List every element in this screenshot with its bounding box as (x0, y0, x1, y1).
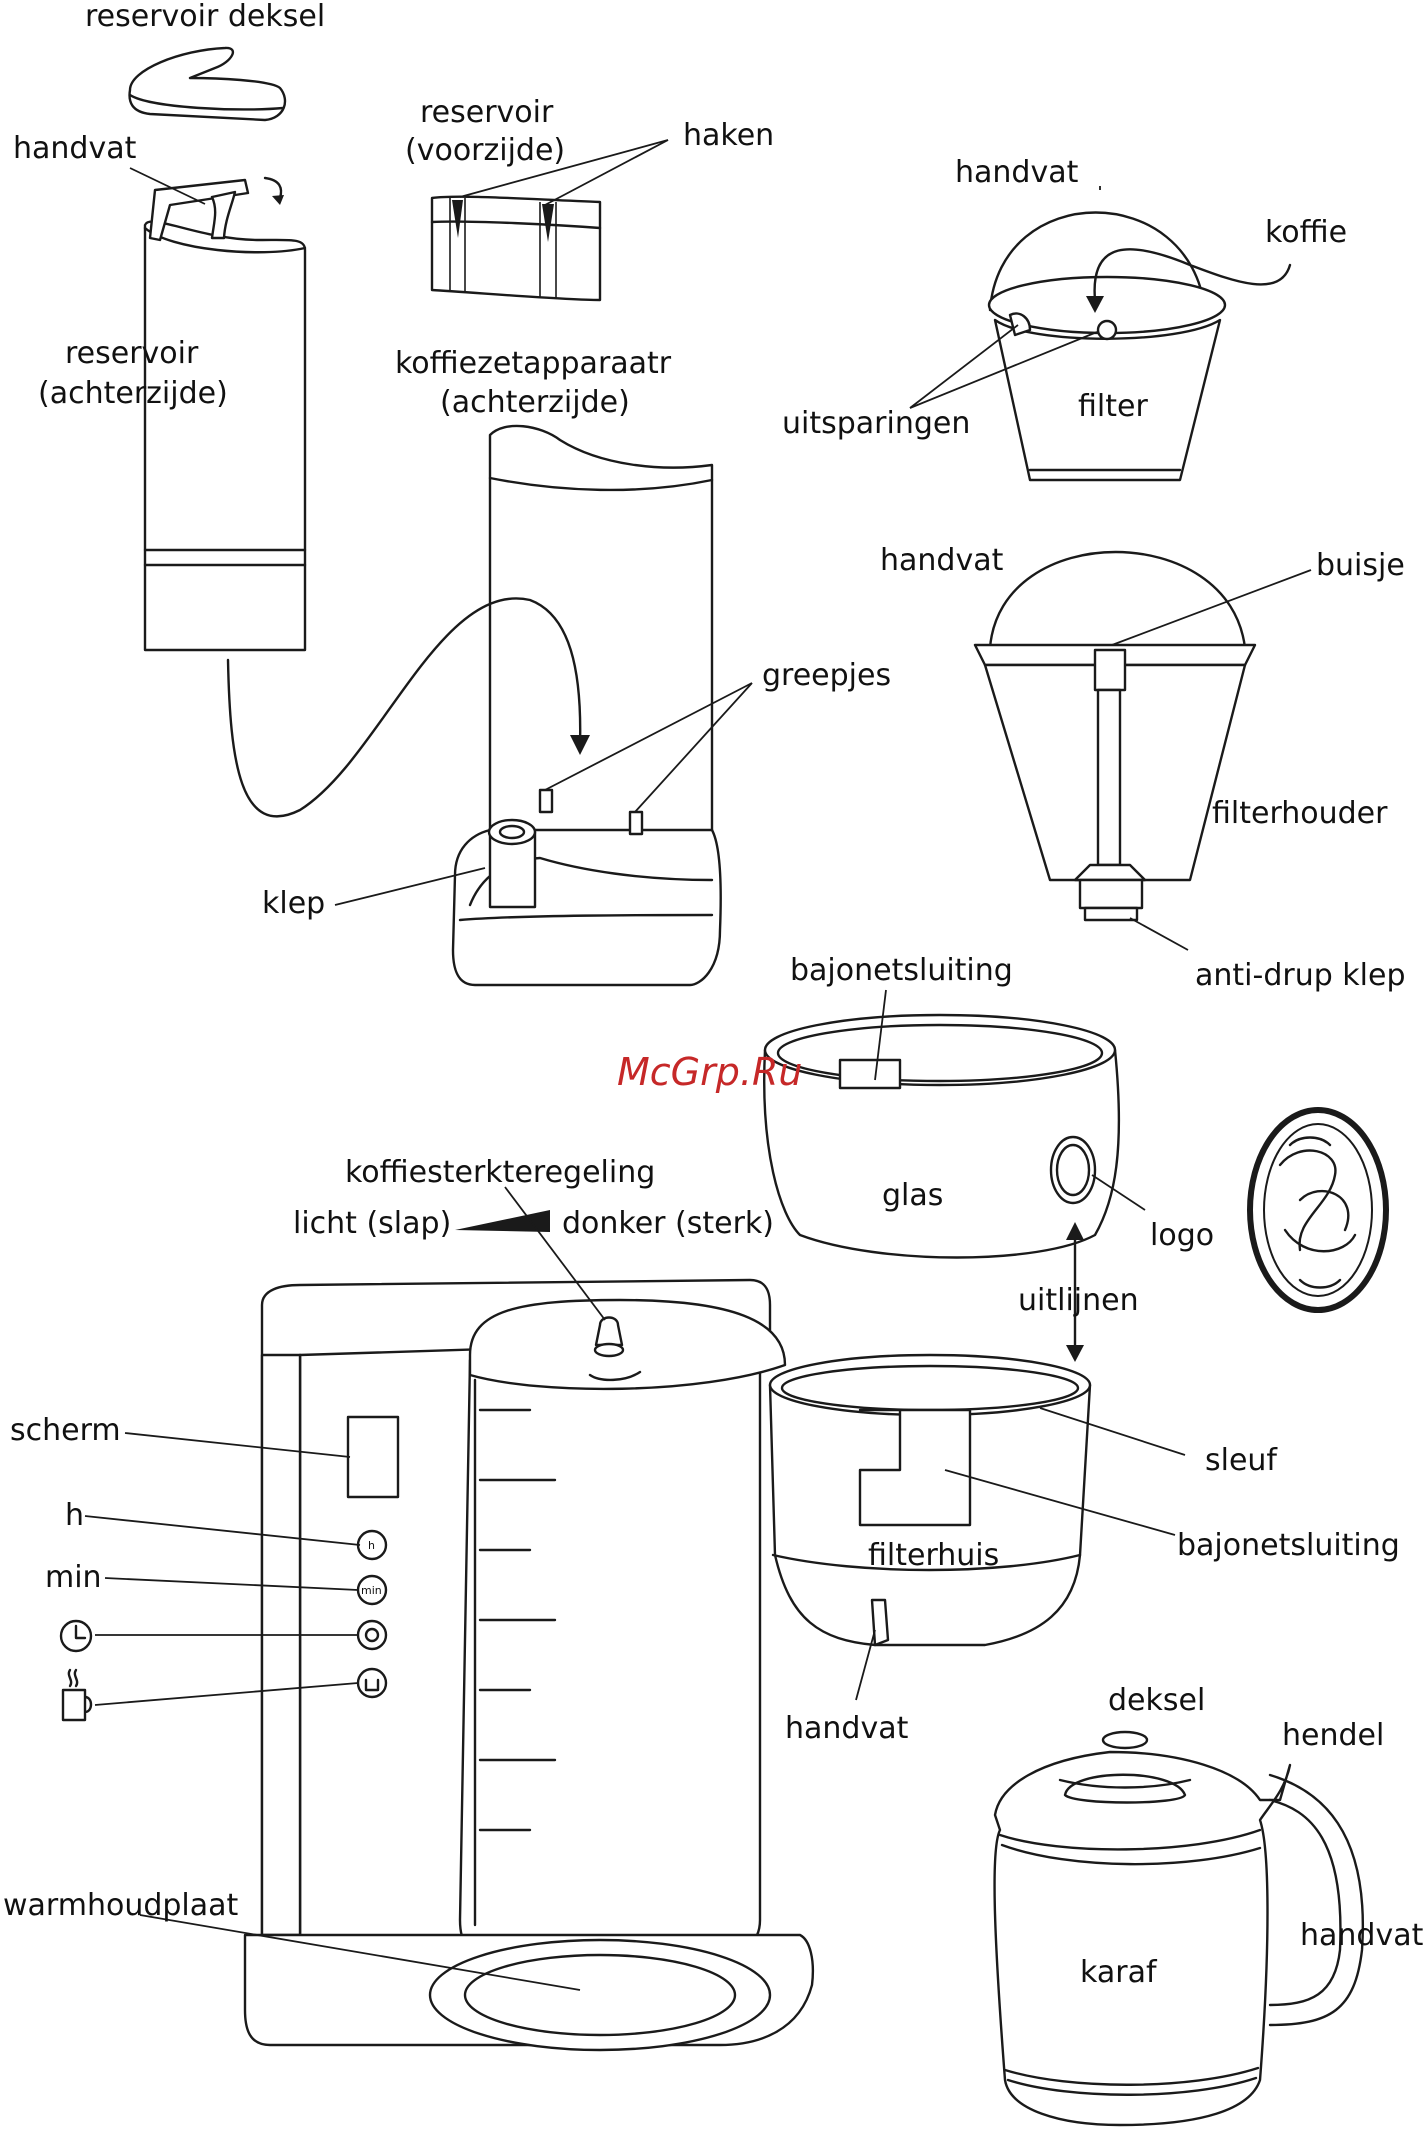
label-licht: licht (slap) (293, 1206, 451, 1241)
clock-icon (59, 1619, 93, 1653)
label-sleuf: sleuf (1205, 1443, 1278, 1478)
label-uitsparingen: uitsparingen (782, 406, 970, 441)
label-handvat-filterhuis: handvat (785, 1711, 909, 1746)
label-hendel: hendel (1282, 1718, 1384, 1753)
label-haken: haken (683, 118, 774, 153)
label-filter: filter (1078, 389, 1148, 424)
label-koffiesterkteregeling: koffiesterkteregeling (345, 1155, 655, 1190)
label-logo: logo (1150, 1218, 1214, 1253)
label-koffiezetapparaat-1: koffiezetapparaatr (395, 346, 672, 381)
leader-lines (84, 139, 1312, 1991)
coffee-maker-front (243, 1278, 814, 2052)
glass-ring (763, 1013, 1121, 1259)
reservoir-lid (128, 46, 287, 122)
label-buisje: buisje (1316, 548, 1405, 583)
label-klep: klep (262, 886, 325, 921)
label-koffiezetapparaat-2: (achterzijde) (440, 385, 630, 420)
label-karaf: karaf (1080, 1955, 1158, 1990)
watermark: McGrp.Ru (617, 1050, 802, 1094)
filter-basket (987, 211, 1292, 482)
reservoir-front (430, 195, 602, 302)
align-arrow (1066, 1222, 1084, 1362)
label-handvat-filter: handvat (955, 155, 1079, 190)
keep-warm-icon (61, 1668, 93, 1722)
reservoir-back (143, 176, 307, 652)
label-reservoir-voorzijde-2: (voorzijde) (405, 133, 565, 168)
label-koffie: koffie (1265, 215, 1347, 250)
label-bajonetsluiting-top: bajonetsluiting (790, 953, 1013, 988)
filter-housing (768, 1353, 1092, 1647)
label-greepjes: greepjes (762, 658, 891, 693)
label-scherm: scherm (10, 1413, 121, 1448)
label-reservoir-voorzijde-1: reservoir (420, 95, 554, 130)
label-glas: glas (882, 1178, 943, 1213)
label-anti-drup-klep: anti-drup klep (1195, 958, 1406, 993)
label-h: h (65, 1498, 84, 1533)
label-reservoir-deksel: reservoir deksel (85, 0, 325, 34)
label-uitlijnen: uitlijnen (1018, 1283, 1139, 1318)
label-handvat-filterhouder: handvat (880, 543, 1004, 578)
coffee-maker-back (226, 424, 722, 987)
label-handvat-reservoir: handvat (13, 131, 137, 166)
button-min-text: min (361, 1584, 382, 1597)
label-reservoir-achterzijde-1: reservoir (65, 336, 199, 371)
label-filterhouder: filterhouder (1212, 796, 1388, 831)
label-min: min (45, 1560, 102, 1595)
label-deksel: deksel (1108, 1683, 1205, 1718)
label-warmhoudplaat: warmhoudplaat (3, 1888, 239, 1923)
label-bajonetsluiting-side: bajonetsluiting (1177, 1528, 1400, 1563)
logo-large (1247, 1107, 1389, 1313)
button-h-text: h (368, 1539, 375, 1552)
carafe (993, 1730, 1365, 2127)
label-handvat-karaf: handvat (1300, 1918, 1423, 1953)
filter-holder (973, 550, 1257, 922)
label-reservoir-achterzijde-2: (achterzijde) (38, 376, 228, 411)
label-donker: donker (sterk) (562, 1206, 774, 1241)
label-filterhuis: filterhuis (868, 1538, 999, 1573)
